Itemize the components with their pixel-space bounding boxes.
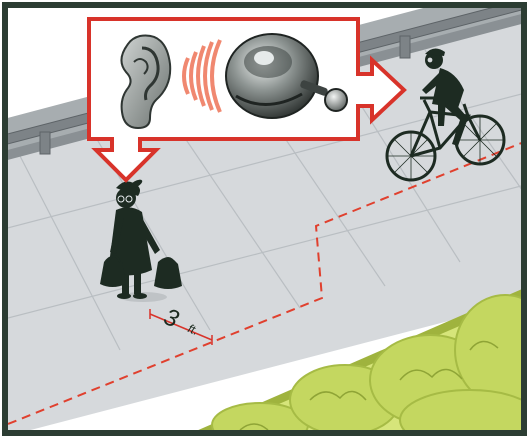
bike-bell-safety-illustration: 3 ft. <box>0 0 529 438</box>
